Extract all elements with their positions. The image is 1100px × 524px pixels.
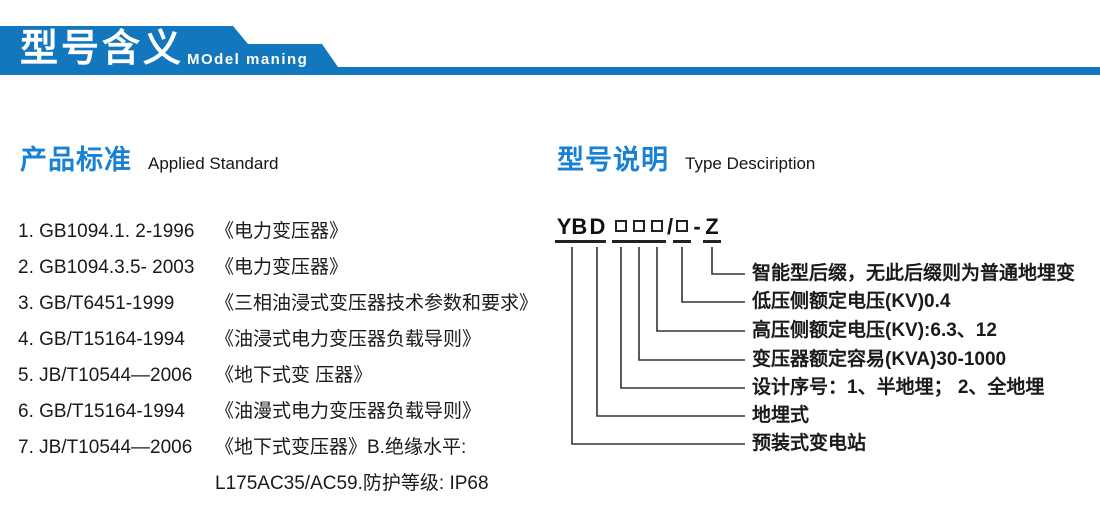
standard-title: 《电力变压器》 bbox=[215, 221, 349, 242]
standard-item: 3. GB/T6451-1999 《三相油浸式变压器技术参数和要求》 bbox=[18, 286, 548, 322]
type-description-heading-en: Type Desciription bbox=[685, 154, 816, 173]
standard-item: 4. GB/T15164-1994 《油浸式电力变压器负载导则》 bbox=[18, 322, 548, 358]
applied-standard-heading-cn: 产品标准 bbox=[20, 145, 132, 175]
box-icon bbox=[651, 220, 663, 232]
standard-title: 《三相油浸式变压器技术参数和要求》 bbox=[215, 293, 539, 314]
model-token-slash: / bbox=[666, 214, 674, 239]
diagram-label-rated-capacity: 变压器额定容易(KVA)30-1000 bbox=[752, 349, 1007, 370]
standard-code: 4. GB/T15164-1994 bbox=[18, 329, 185, 350]
standard-code bbox=[18, 466, 215, 502]
applied-standard-heading: 产品标准 Applied Standard bbox=[20, 138, 278, 177]
standard-title: 《油浸式电力变压器负载导则》 bbox=[215, 329, 482, 350]
model-token-prefix: YB bbox=[555, 212, 589, 243]
standard-title: L175AC35/AC59.防护等级: IP68 bbox=[215, 473, 489, 494]
model-digit-box bbox=[673, 212, 691, 243]
standard-code: 1. GB1094.1. 2-1996 bbox=[18, 221, 195, 242]
diagram-label-smart-suffix: 智能型后缀，无此后缀则为普通地埋变 bbox=[752, 263, 1076, 284]
diagram-label-design-serial: 设计序号：1、半地埋； 2、全地埋 bbox=[752, 377, 1045, 398]
standard-title: 《油漫式电力变压器负载导则》 bbox=[215, 401, 482, 422]
diagram-connector-lines bbox=[571, 247, 745, 445]
diagram-label-prefab-substation: 预装式变电站 bbox=[752, 433, 867, 454]
model-token-suffix: Z bbox=[703, 212, 721, 243]
model-digit-box bbox=[630, 212, 648, 243]
model-digit-box bbox=[648, 212, 666, 243]
standard-title: 《电力变压器》 bbox=[215, 257, 349, 278]
standard-code: 6. GB/T15164-1994 bbox=[18, 401, 185, 422]
standard-item: 1. GB1094.1. 2-1996 《电力变压器》 bbox=[18, 214, 548, 250]
diagram-label-buried-type: 地埋式 bbox=[752, 405, 810, 426]
applied-standard-heading-en: Applied Standard bbox=[148, 154, 279, 173]
type-description-heading: 型号说明 Type Desciription bbox=[557, 138, 815, 177]
standard-title: 《地下式变压器》B.绝缘水平: bbox=[215, 437, 467, 458]
box-icon bbox=[633, 220, 645, 232]
box-icon bbox=[615, 220, 627, 232]
model-token-series: D bbox=[589, 212, 606, 243]
banner-subtitle: MOdel maning bbox=[187, 51, 309, 68]
model-code-diagram: YB D / - Z 智能型后缀，无此后缀则为普通地埋变 低压侧额定电压(KV)… bbox=[540, 200, 1100, 490]
diagram-label-lv-voltage: 低压侧额定电压(KV)0.4 bbox=[752, 291, 951, 312]
type-description-heading-cn: 型号说明 bbox=[557, 145, 669, 175]
standards-list: 1. GB1094.1. 2-1996 《电力变压器》 2. GB1094.3.… bbox=[18, 214, 548, 502]
standard-code: 2. GB1094.3.5- 2003 bbox=[18, 257, 195, 278]
standard-item: 2. GB1094.3.5- 2003 《电力变压器》 bbox=[18, 250, 548, 286]
standard-item: 7. JB/T10544—2006 《地下式变压器》B.绝缘水平: bbox=[18, 430, 548, 466]
page-banner: 型号含义 MOdel maning bbox=[0, 0, 1100, 80]
banner-shape bbox=[0, 26, 1100, 75]
standard-item: 5. JB/T10544—2006 《地下式变 压器》 bbox=[18, 358, 548, 394]
model-token-dash: - bbox=[693, 214, 701, 239]
standard-code: 5. JB/T10544—2006 bbox=[18, 365, 193, 386]
model-digit-box bbox=[612, 212, 630, 243]
diagram-label-hv-voltage: 高压侧额定电压(KV):6.3、12 bbox=[752, 320, 997, 341]
standard-item-continuation: L175AC35/AC59.防护等级: IP68 bbox=[18, 466, 548, 502]
standard-title: 《地下式变 压器》 bbox=[215, 365, 373, 386]
standard-item: 6. GB/T15164-1994 《油漫式电力变压器负载导则》 bbox=[18, 394, 548, 430]
standard-code: 3. GB/T6451-1999 bbox=[18, 293, 175, 314]
standard-code: 7. JB/T10544—2006 bbox=[18, 437, 193, 458]
banner-title: 型号含义 bbox=[20, 28, 185, 70]
box-icon bbox=[676, 220, 688, 232]
